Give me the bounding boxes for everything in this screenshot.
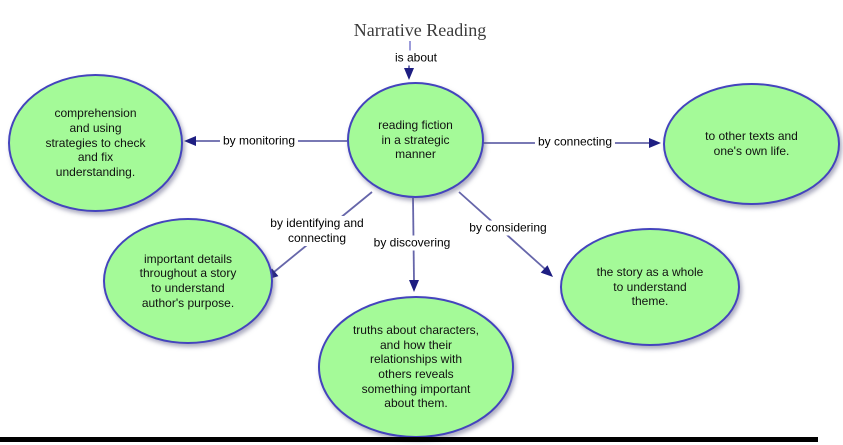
node-discovering-target: truths about characters, and how their r… bbox=[318, 296, 514, 438]
page-title: Narrative Reading bbox=[353, 20, 487, 40]
link-label-monitoring: by monitoring bbox=[219, 133, 299, 149]
link-label-is-about: is about bbox=[391, 50, 441, 66]
node-connecting-target: to other texts and one's own life. bbox=[663, 83, 840, 205]
arrowhead-considering bbox=[540, 265, 553, 277]
node-discovering-target-text: truths about characters, and how their r… bbox=[352, 323, 480, 411]
link-label-identifying: by identifying and connecting bbox=[267, 216, 367, 246]
link-label-connecting: by connecting bbox=[534, 134, 616, 150]
bottom-window-edge-bar bbox=[0, 437, 818, 442]
link-label-discovering: by discovering bbox=[370, 235, 454, 251]
node-monitoring-target: comprehension and using strategies to ch… bbox=[8, 74, 183, 212]
arrowhead-connecting bbox=[649, 138, 661, 148]
node-considering-target: the story as a whole to understand theme… bbox=[560, 228, 740, 346]
node-identifying-target-text: important details throughout a story to … bbox=[139, 251, 237, 310]
arrowhead-discovering bbox=[409, 280, 419, 292]
node-center-text: reading fiction in a strategic manner bbox=[378, 118, 453, 162]
arrowhead-is-about bbox=[404, 68, 414, 80]
node-identifying-target: important details throughout a story to … bbox=[103, 218, 273, 344]
node-connecting-target-text: to other texts and one's own life. bbox=[705, 129, 798, 158]
node-monitoring-target-text: comprehension and using strategies to ch… bbox=[45, 106, 146, 179]
node-considering-target-text: the story as a whole to understand theme… bbox=[596, 265, 704, 309]
node-center: reading fiction in a strategic manner bbox=[347, 82, 484, 198]
arrowhead-monitoring bbox=[184, 136, 196, 146]
link-label-considering: by considering bbox=[466, 220, 550, 236]
